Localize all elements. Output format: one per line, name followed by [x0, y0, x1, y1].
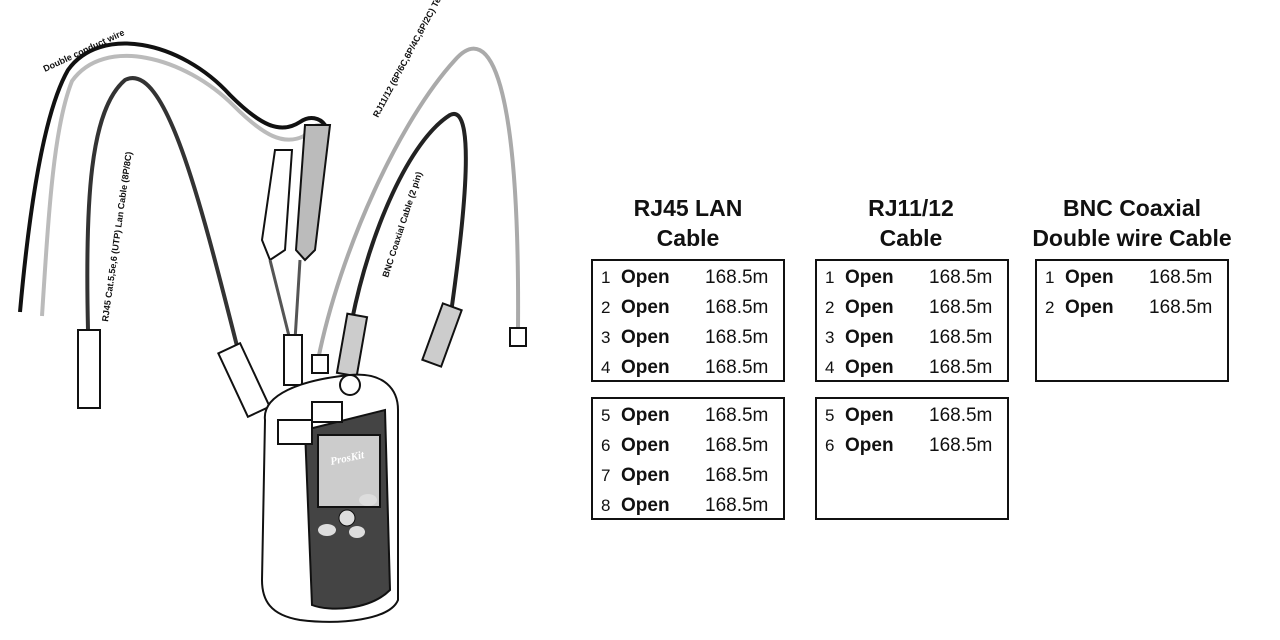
rj45-plug-left — [77, 329, 101, 409]
title-line: Double wire Cable — [1032, 225, 1232, 251]
result-row: 1 Open 168.5m — [817, 263, 1007, 293]
wire-number: 6 — [601, 436, 611, 455]
rj45-table-title: RJ45 LAN Cable — [558, 193, 818, 253]
length-value: 168.5m — [705, 405, 769, 426]
result-row: 5 Open 168.5m — [593, 401, 783, 431]
wire-number: 2 — [1045, 298, 1055, 317]
length-value: 168.5m — [929, 297, 993, 318]
length-value: 168.5m — [705, 327, 769, 348]
result-row: 2 Open 168.5m — [593, 293, 783, 323]
status-text: Open — [1065, 297, 1114, 318]
wire-number: 8 — [601, 496, 611, 515]
status-text: Open — [621, 495, 670, 516]
result-row: 8 Open 168.5m — [593, 491, 783, 521]
result-row: 6 Open 168.5m — [593, 431, 783, 461]
length-value: 168.5m — [929, 357, 993, 378]
wire-number: 2 — [825, 298, 835, 317]
length-value: 168.5m — [929, 327, 993, 348]
wire-number: 5 — [601, 406, 611, 425]
title-line: BNC Coaxial — [1062, 195, 1202, 221]
wire-number: 5 — [825, 406, 835, 425]
status-text: Open — [845, 405, 894, 426]
status-text: Open — [621, 465, 670, 486]
length-value: 168.5m — [929, 405, 993, 426]
length-value: 168.5m — [929, 267, 993, 288]
label-bnc-cable: BNC Coaxial Cable (2 pin) — [380, 170, 424, 278]
result-row: 7 Open 168.5m — [593, 461, 783, 491]
length-value: 168.5m — [705, 465, 769, 486]
length-value: 168.5m — [705, 495, 769, 516]
result-row: 3 Open 168.5m — [593, 323, 783, 353]
result-row: 2 Open 168.5m — [817, 293, 1007, 323]
status-text: Open — [1065, 267, 1114, 288]
wire-number: 7 — [601, 466, 611, 485]
wire-number: 6 — [825, 436, 835, 455]
length-value: 168.5m — [1149, 267, 1213, 288]
wire-number: 1 — [601, 268, 611, 287]
bnc-connector-loose — [421, 302, 463, 368]
result-row: 4 Open 168.5m — [817, 353, 1007, 383]
result-row: 4 Open 168.5m — [593, 353, 783, 383]
wire-number: 4 — [825, 358, 835, 377]
length-value: 168.5m — [705, 297, 769, 318]
label-rj45-cable: RJ45 Cat.5,5e,6 (UTP) Lan Cable (8P/8C) — [100, 151, 134, 322]
bnc-connector-device — [335, 312, 369, 378]
status-text: Open — [621, 297, 670, 318]
status-text: Open — [845, 435, 894, 456]
result-row: 1 Open 168.5m — [593, 263, 783, 293]
status-text: Open — [621, 327, 670, 348]
title-line: RJ45 LAN — [633, 195, 743, 221]
length-value: 168.5m — [929, 435, 993, 456]
title-line: Cable — [879, 225, 943, 251]
status-text: Open — [621, 357, 670, 378]
length-value: 168.5m — [705, 267, 769, 288]
length-value: 168.5m — [705, 435, 769, 456]
status-text: Open — [845, 357, 894, 378]
status-text: Open — [621, 267, 670, 288]
result-row: 2 Open 168.5m — [1037, 293, 1227, 323]
length-value: 168.5m — [1149, 297, 1213, 318]
wire-number: 1 — [1045, 268, 1055, 287]
alligator-clip-white — [260, 149, 294, 262]
result-row: 1 Open 168.5m — [1037, 263, 1227, 293]
title-line: Cable — [656, 225, 720, 251]
wire-number: 3 — [825, 328, 835, 347]
wire-number: 4 — [601, 358, 611, 377]
result-row: 6 Open 168.5m — [817, 431, 1007, 461]
wire-number: 2 — [601, 298, 611, 317]
status-text: Open — [621, 435, 670, 456]
wire-number: 1 — [825, 268, 835, 287]
cable-tester-illustration: ProsKit Double conduct wire RJ45 Cat.5,5… — [18, 0, 527, 623]
status-text: Open — [845, 297, 894, 318]
result-row: 3 Open 168.5m — [817, 323, 1007, 353]
length-value: 168.5m — [705, 357, 769, 378]
alligator-clip-grey — [294, 124, 332, 262]
rj45-plug-right — [217, 341, 271, 419]
title-line: RJ11/12 — [868, 195, 954, 221]
status-text: Open — [621, 405, 670, 426]
wire-number: 3 — [601, 328, 611, 347]
result-row: 5 Open 168.5m — [817, 401, 1007, 431]
status-text: Open — [845, 327, 894, 348]
status-text: Open — [845, 267, 894, 288]
